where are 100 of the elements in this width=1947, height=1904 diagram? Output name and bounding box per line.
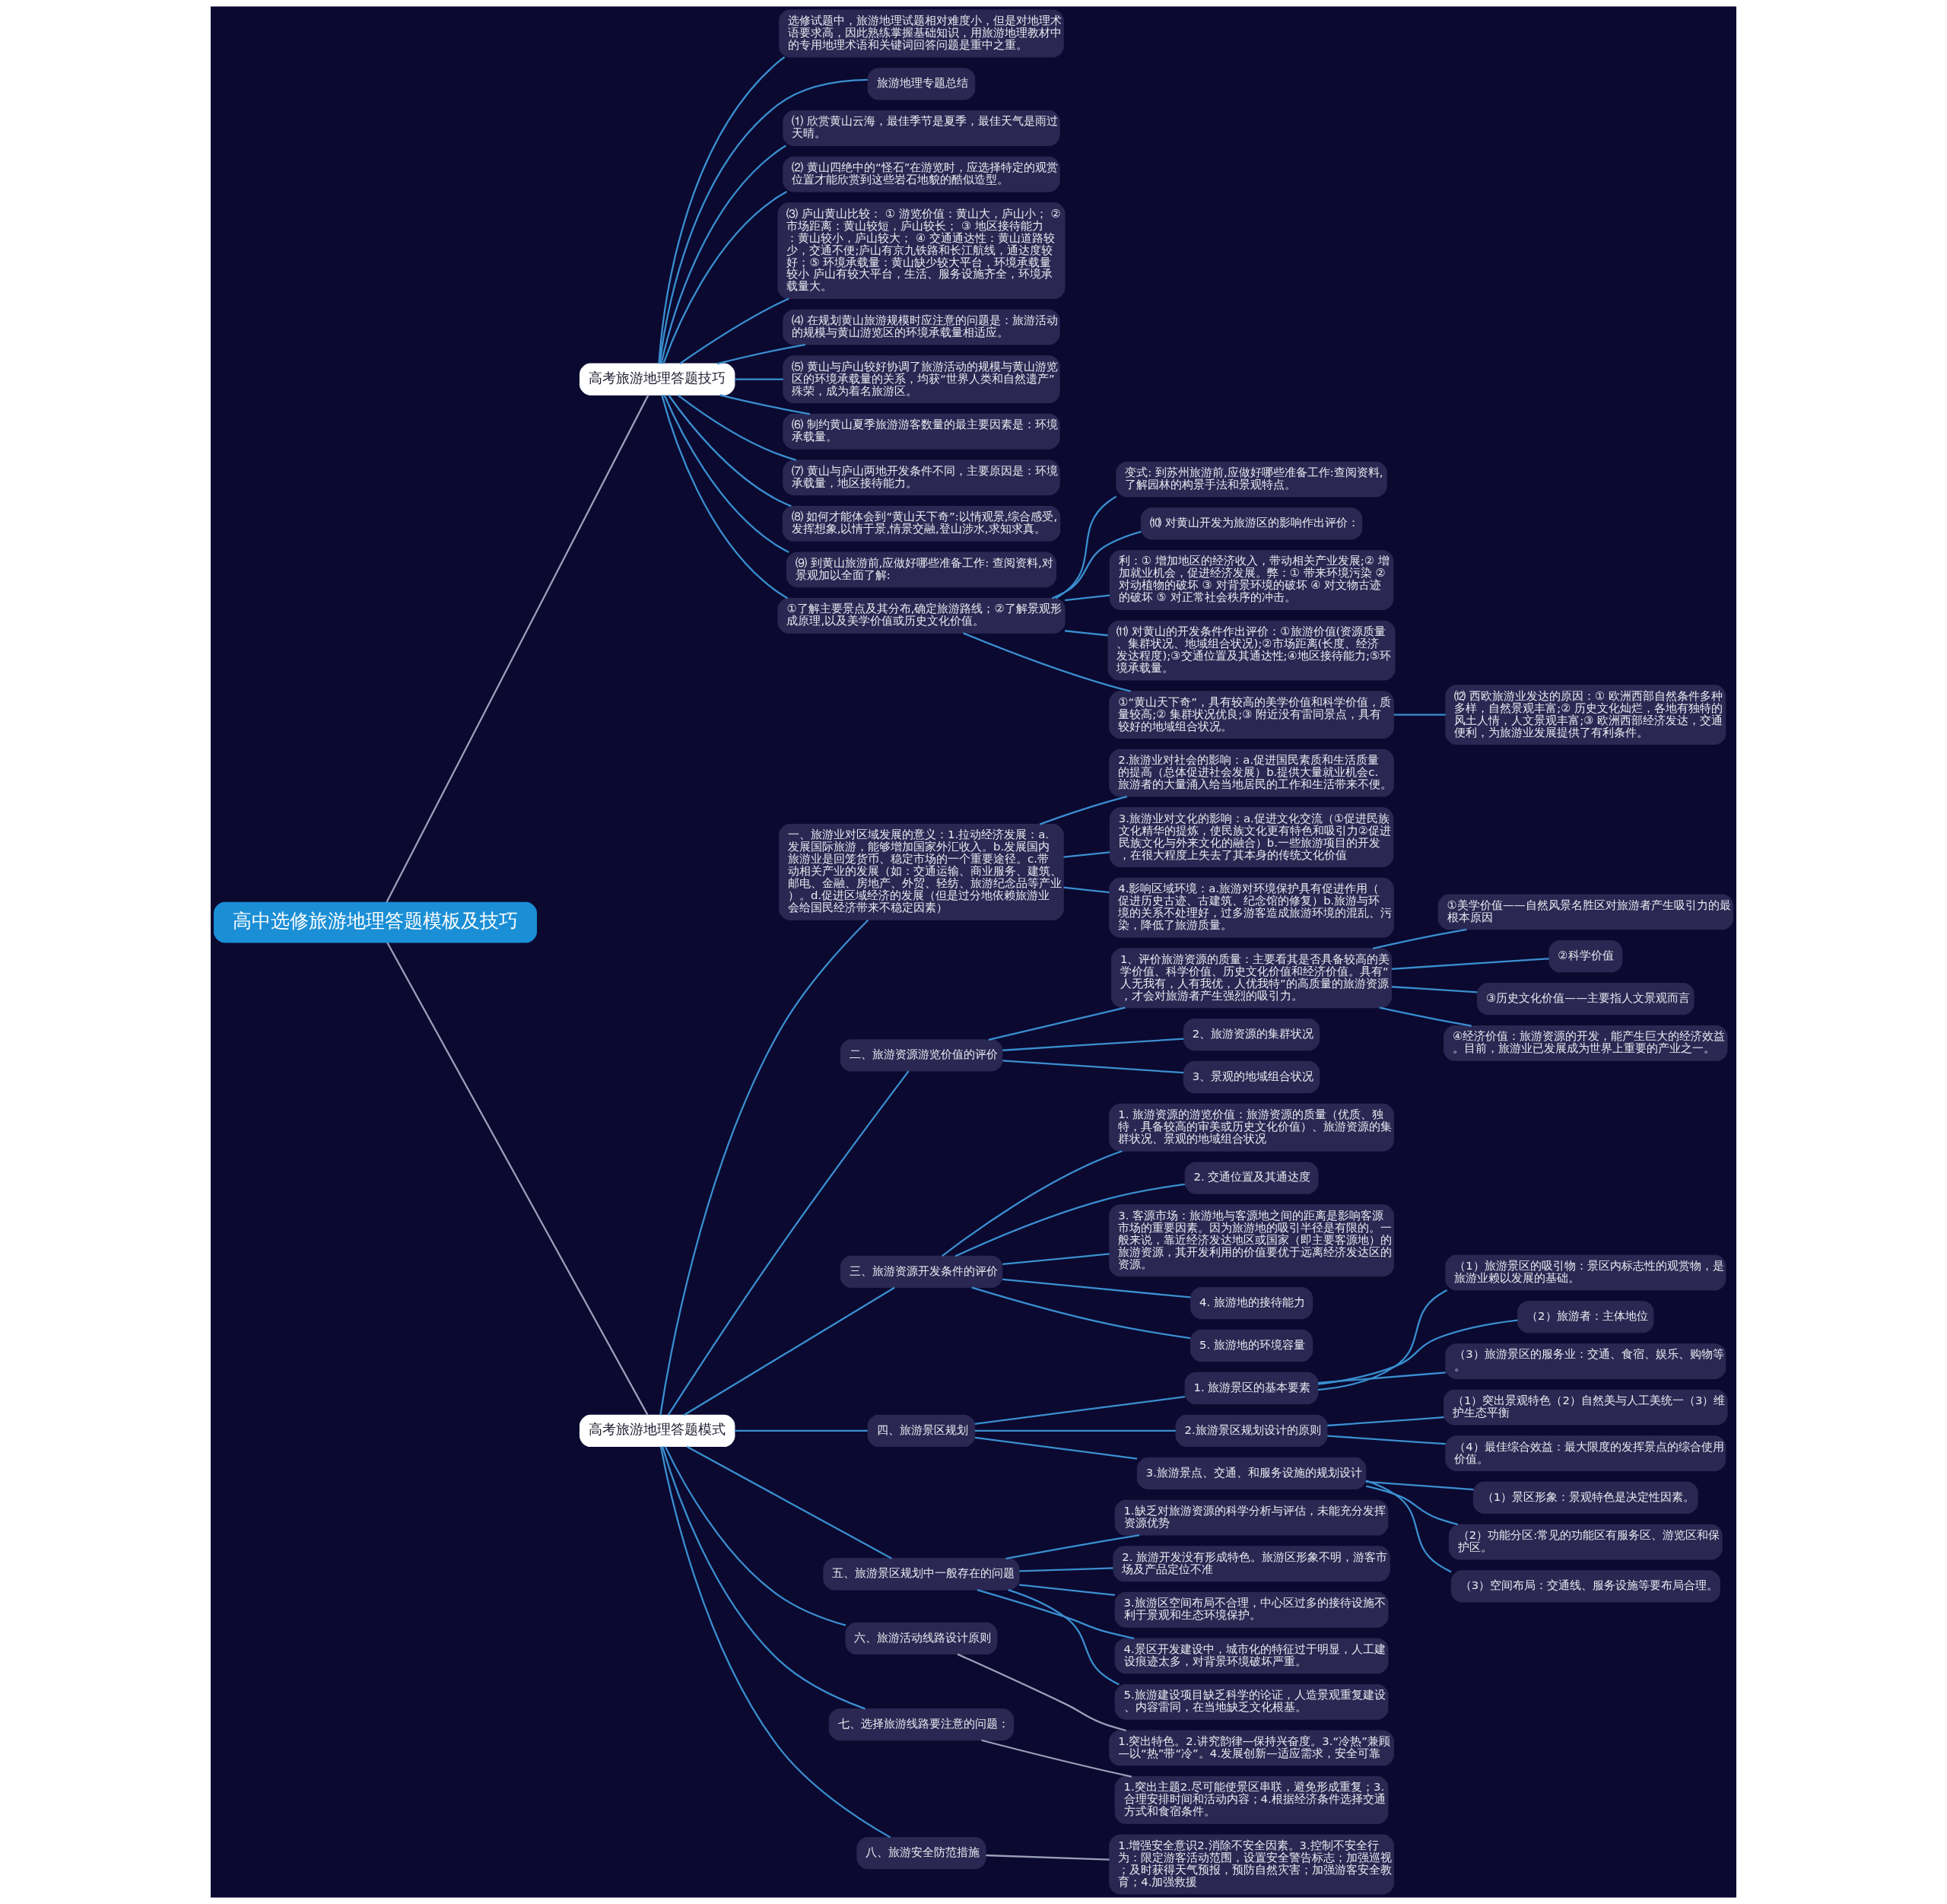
node-box: ⑸ 黄山与庐山较好协调了旅游活动的规模与黄山游览区的环境承载量的关系，均获“世界人类和自然遗产”殊荣，成为着名旅游区。 (783, 355, 1060, 404)
node-box: ⑺ 黄山与庐山两地开发条件不同，主要原因是：环境承载量，地区接待能力。 (783, 459, 1060, 496)
connector (1317, 1289, 1448, 1391)
connector (659, 919, 869, 1416)
connector (661, 395, 789, 599)
connector (1365, 1485, 1459, 1526)
connector (1393, 714, 1446, 716)
connector (716, 343, 805, 365)
node-box: 1. 旅游资源的游览价值：旅游资源的质量（优质、独特，具备较高的审美或历史文化价值）、旅游资源的集群状况、景观的地域组合状况 (1109, 1103, 1394, 1152)
node-box: （2）旅游者：主体地位 (1517, 1301, 1654, 1333)
connector (1002, 1060, 1184, 1074)
node-box: 5. 旅游地的环境容量 (1190, 1329, 1313, 1362)
connector (942, 1150, 1123, 1257)
node-box: ⑵ 黄山四绝中的“怪石”在游览时，应选择特定的观赏位置才能欣赏到这些岩石地貌的酷似造型。 (783, 156, 1060, 192)
connector (1379, 1006, 1472, 1027)
node-box: 选修试题中，旅游地理试题相对难度小，但是对地理术语要求高，因此熟练掌握基础知识，用旅游地理教材中的专用地理术语和关键词回答问题是重中之重。 (779, 9, 1064, 58)
connector (1063, 886, 1110, 894)
connector (1005, 1534, 1140, 1559)
node-box: ④经济价值：旅游资源的开发，能产生巨大的经济效益。目前，旅游业已发展成为世界上重要的产业之一。 (1444, 1025, 1728, 1061)
connector (974, 1436, 1138, 1460)
connector (1002, 1253, 1110, 1265)
connector (735, 1429, 868, 1432)
node-box: 3.旅游区空间布局不合理，中心区过多的接待设施不利于景观和生态环境保护。 (1114, 1591, 1389, 1628)
node-box: 4.景区开发建设中，城市化的特征过于明显，人工建设痕迹太多，对背景环境破坏严重。 (1114, 1638, 1389, 1674)
connector (1391, 958, 1549, 970)
node-box: 1.缺乏对旅游资源的科学分析与评估，未能充分发挥资源优势 (1114, 1499, 1389, 1536)
connector (1365, 1480, 1452, 1573)
connector (1008, 1589, 1120, 1686)
node-box: 六、旅游活动线路设计原则 (845, 1622, 998, 1655)
connector (386, 394, 650, 903)
connector (1327, 1416, 1444, 1427)
node-box: ②科学价值 (1548, 940, 1623, 973)
connector (683, 1286, 895, 1416)
node-box: 2.旅游业对社会的影响：a.促进国民素质和生活质量的提高（总体促进社会发展）b.提供大量就业机会c.旅游者的大量涌入给当地居民的工作和生活带来不便。 (1109, 749, 1394, 797)
connector (1317, 1319, 1518, 1385)
connector (659, 78, 868, 364)
connector (1002, 1278, 1191, 1298)
node-box: （1）旅游景区的吸引物：景区内标志性的观赏物，是旅游业赖以发展的基础。 (1445, 1254, 1726, 1291)
node-box: 旅游地理专题总结 (867, 68, 976, 100)
node-box: 四、旅游景区规划 (867, 1414, 976, 1448)
node-box: （3）空间布局：交通线、服务设施等要布局合理。 (1450, 1570, 1720, 1603)
connector (1365, 1480, 1474, 1491)
connector (658, 56, 786, 364)
connector (977, 1588, 1135, 1640)
node-box: 1、评价旅游资源的质量：主要看其是否具备较高的美学价值、科学价值、历史文化价值和经济价值。具有“人无我有，人有我优，人优我特”的高质量的旅游资源，才会对旅游者产生强烈的吸引力。 (1111, 948, 1393, 1009)
connector (735, 378, 783, 380)
node-box: 八、旅游安全防范措施 (856, 1837, 986, 1870)
connector (957, 1653, 1127, 1732)
node-box: 4.影响区域环境：a.旅游对环境保护具有促进作用（促进历史古迹、古建筑、纪念馆的修复）b.旅游与环境的关系不处理好，过多游客造成旅游环境的混乱、污染，降低了旅游质量。 (1109, 877, 1394, 938)
connector (971, 1286, 1191, 1340)
node-box: （3）旅游景区的服务业：交通、食宿、娱乐、购物等。 (1445, 1343, 1726, 1379)
connector (1055, 495, 1117, 599)
node-box: 2. 交通位置及其通达度 (1184, 1162, 1319, 1194)
node-box: 3、景观的地域组合状况 (1183, 1060, 1320, 1094)
connector (963, 632, 1131, 692)
node-box: ①美学价值——自然风景名胜区对旅游者产生吸引力的最根本原因 (1437, 894, 1733, 930)
connector (662, 191, 788, 364)
node-box: 五、旅游景区规划中一般存在的问题 (823, 1558, 1020, 1591)
connector (1372, 928, 1467, 949)
connector (1065, 630, 1108, 637)
node-box: 1.增强安全意识2.消除不安全因素。3.控制不安全行为：限定游客活动范围，设置安全警告标志；加强巡视；及时获得天气预报，预防自然灾害；加强游客安全教育；4.加强救援 (1109, 1834, 1394, 1895)
connector (1039, 796, 1128, 825)
node-box: （1）景区形象：景观特色是决定性因素。 (1472, 1481, 1698, 1515)
node-box: 5.旅游建设项目缺乏科学的论证，人造景观重复建设、内容雷同，在当地缺乏文化根基。 (1114, 1683, 1389, 1720)
node-box: 2. 旅游开发没有形成特色。旅游区形象不明，游客市场及产品定位不准 (1113, 1546, 1390, 1582)
connector (986, 1854, 1110, 1861)
node-box: 2、旅游资源的集群状况 (1183, 1018, 1320, 1051)
connector (663, 395, 789, 553)
node-box: 七、选择旅游线路要注意的问题： (828, 1708, 1015, 1741)
node-box: ⑿ 西欧旅游业发达的原因：① 欧洲西部自然条件多种多样，自然景观丰富;② 历史文化灿烂，各地有独特的风土人情，人文景观丰富;③ 欧洲西部经济发达，交通便利，为旅游业发展提供了有利条件。 (1445, 685, 1726, 745)
connector (1002, 1038, 1184, 1051)
node-box: ③历史文化价值——主要指人文景观而言 (1477, 983, 1694, 1016)
connector (1391, 986, 1478, 993)
connector (667, 1070, 910, 1416)
node-box: 高考旅游地理答题模式 (579, 1414, 735, 1448)
node-box: ⑽ 对黄山开发为旅游区的影响作出评价： (1140, 507, 1363, 540)
node-box: 2.旅游景区规划设计的原则 (1175, 1414, 1328, 1448)
node-box: 变式: 到苏州旅游前,应做好哪些准备工作:查阅资料,了解园林的构景手法和景观特点。 (1116, 461, 1387, 497)
connector (1019, 1584, 1116, 1597)
node-box: ⑷ 在规划黄山旅游规模时应注意的问题是：旅游活动的规模与黄山游览区的环境承载量相适应。 (783, 309, 1060, 345)
connector (719, 394, 811, 415)
connector (677, 394, 797, 461)
connector (974, 1396, 1186, 1426)
connector (1317, 1372, 1446, 1384)
connector (975, 1429, 1176, 1432)
node-box: （4）最佳综合效益：最大限度的发挥景点的综合使用价值。 (1445, 1435, 1726, 1472)
connector (1065, 594, 1110, 602)
connector (664, 1446, 846, 1626)
node-box: 三、旅游资源开发条件的评价 (840, 1255, 1003, 1288)
connector (686, 1445, 892, 1559)
node-box: ⑴ 欣赏黄山云海，最佳季节是夏季，最佳天气是雨过天晴。 (783, 110, 1060, 146)
connector (660, 145, 786, 364)
node-box: 1.突出特色。2.讲究韵律—保持兴奋度。3.“冷热”兼顾—以“热”带“冷”。4.发展创新—适应需求，安全可靠 (1109, 1730, 1394, 1766)
node-box: ⑹ 制约黄山夏季旅游游客数量的最主要因素是：环境承载量。 (783, 413, 1060, 450)
connector (668, 394, 792, 507)
node-box: ⑶ 庐山黄山比较： ① 游览价值：黄山大，庐山小； ② 市场距离：黄山较短，庐山较长； ③ 地区接待能力：黄山较小，庐山较大； ④ 交通通达性：黄山道路较少，交通不便;庐山有京九铁路和长江航线，通达度较好；⑤ 环境承载量：黄山缺少较大平台，环境承载量较小 庐山有较大平台，生活、服务设施齐全，环境承载量大。 (777, 202, 1066, 299)
node-box: ①“黄山天下奇”，具有较高的美学价值和科学价值，质量较高;② 集群状况优良;③ 附近没有雷同景点，具有较好的地域组合状况。 (1109, 691, 1394, 739)
node-box: 高考旅游地理答题技巧 (579, 363, 735, 396)
node-box: 利：① 增加地区的经济收入，带动相关产业发展;② 增加就业机会，促进经济发展。弊：① 带来环境污染 ② 对动植物的破坏 ③ 对背景环境的破坏 ④ 对文物古迹的破坏 ⑤ 对正常社会秩序的冲击。 (1109, 550, 1394, 610)
node-box: 3. 客源市场：旅游地与客源地之间的距离是影响客源市场的重要因素。因为旅游地的吸引半径是有限的。一般来说，靠近经济发达地区或国家（即主要客源地）的旅游资源，其开发利用的价值要优于远离经济发达区的资源。 (1109, 1204, 1394, 1277)
